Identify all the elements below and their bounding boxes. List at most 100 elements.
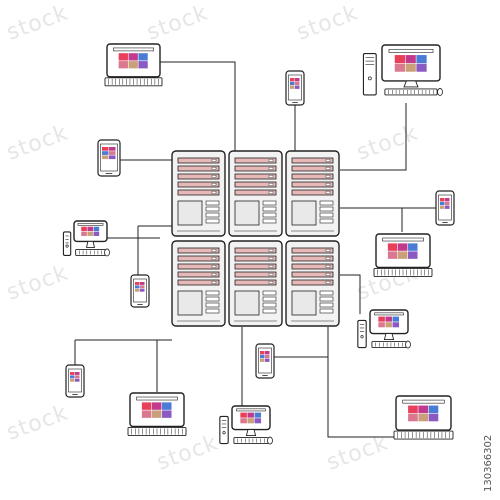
screen-tile bbox=[428, 413, 439, 422]
screen-tile bbox=[392, 316, 400, 322]
screen-title-bar bbox=[382, 237, 424, 242]
drive-bay bbox=[291, 189, 334, 196]
screen-tile bbox=[254, 418, 262, 424]
monitor-stand bbox=[85, 241, 96, 248]
screen-tile bbox=[151, 402, 162, 410]
drive-led bbox=[211, 257, 217, 260]
phone-screen-tile bbox=[445, 198, 450, 202]
rack-panel bbox=[291, 290, 317, 316]
drive-led bbox=[268, 166, 274, 170]
phone-screen-tile bbox=[109, 147, 116, 151]
drive-led bbox=[268, 158, 274, 162]
drive-led bbox=[325, 166, 331, 170]
drive-led bbox=[268, 174, 274, 178]
rack-panel bbox=[234, 200, 260, 226]
rack-vent bbox=[319, 308, 334, 314]
keyboard bbox=[233, 437, 269, 445]
phone-screen-tile bbox=[260, 354, 265, 359]
phone-screen-tile bbox=[109, 151, 116, 155]
server-rack bbox=[285, 150, 340, 237]
drive-bay bbox=[234, 247, 277, 254]
screen-tile bbox=[418, 405, 429, 414]
laptop bbox=[373, 233, 433, 277]
screen-tile bbox=[408, 405, 418, 414]
rack-vent bbox=[319, 296, 334, 302]
screen-tile bbox=[247, 418, 254, 424]
drive-led bbox=[211, 265, 217, 268]
drive-led bbox=[211, 182, 217, 186]
screen-tile bbox=[387, 243, 398, 251]
smartphone bbox=[130, 274, 150, 308]
phone-screen-tile bbox=[265, 354, 270, 359]
drive-bay bbox=[177, 247, 220, 254]
drive-bay bbox=[234, 271, 277, 278]
drive-bay bbox=[177, 157, 220, 164]
drive-bay bbox=[234, 157, 277, 164]
drive-bay bbox=[234, 189, 277, 196]
watermark-text: stock bbox=[4, 400, 72, 445]
rack-vent bbox=[319, 218, 334, 224]
phone-screen-tile bbox=[265, 351, 270, 355]
phone-screen-tile bbox=[260, 358, 265, 362]
screen-tile bbox=[81, 226, 87, 232]
desktop-computer bbox=[362, 44, 443, 96]
monitor-stand bbox=[403, 80, 419, 88]
rack-vent bbox=[205, 308, 220, 314]
screen-tile bbox=[405, 63, 416, 72]
power-button bbox=[65, 244, 69, 248]
keyboard bbox=[371, 341, 407, 349]
phone-screen-tile bbox=[445, 201, 450, 206]
phone-screen-tile bbox=[440, 201, 445, 206]
network-link bbox=[340, 274, 361, 314]
drive-bay bbox=[234, 263, 277, 270]
drive-led bbox=[325, 174, 331, 178]
watermark-text: stock bbox=[294, 0, 362, 45]
rack-vent bbox=[262, 206, 277, 212]
screen-title-bar bbox=[388, 49, 434, 53]
drive-led bbox=[325, 265, 331, 268]
screen-tile bbox=[397, 251, 408, 259]
connection-lines bbox=[74, 61, 445, 438]
rack-vent bbox=[205, 212, 220, 218]
drive-bay bbox=[234, 255, 277, 262]
drive-led bbox=[211, 174, 217, 178]
rack-vent bbox=[205, 206, 220, 212]
screen-tile bbox=[394, 55, 405, 64]
network-link bbox=[327, 327, 395, 438]
drive-led bbox=[211, 166, 217, 170]
drive-bay bbox=[291, 263, 334, 270]
screen-tile bbox=[93, 231, 100, 236]
drive-bay bbox=[291, 165, 334, 172]
drive-led bbox=[325, 190, 331, 194]
phone-screen-tile bbox=[260, 351, 265, 355]
screen-tile bbox=[408, 413, 418, 422]
smartphone bbox=[97, 139, 121, 177]
drive-led bbox=[211, 248, 217, 252]
mouse bbox=[405, 340, 411, 349]
drive-bay bbox=[291, 157, 334, 164]
desktop-computer bbox=[62, 220, 110, 257]
phone-screen-tile bbox=[140, 282, 145, 285]
server-rack bbox=[285, 240, 340, 327]
laptop bbox=[393, 395, 454, 440]
drive-bay bbox=[177, 181, 220, 188]
drive-bay bbox=[234, 165, 277, 172]
watermark-text: stock bbox=[354, 120, 422, 165]
desktop-computer bbox=[357, 309, 411, 349]
watermark-text: stock bbox=[4, 120, 72, 165]
phone-screen-tile bbox=[295, 78, 300, 82]
phone-screen-tile bbox=[102, 155, 109, 160]
pc-tower bbox=[362, 53, 377, 96]
screen-tile bbox=[394, 63, 405, 72]
rack-vent bbox=[319, 290, 334, 296]
drive-bay bbox=[291, 279, 334, 286]
phone-screen-tile bbox=[135, 285, 140, 289]
drive-led bbox=[211, 158, 217, 162]
drive-led bbox=[268, 190, 274, 194]
drive-led bbox=[268, 281, 274, 284]
smartphone bbox=[65, 364, 85, 398]
phone-screen-tile bbox=[265, 358, 270, 362]
screen-tile bbox=[162, 402, 172, 410]
drive-bay bbox=[177, 165, 220, 172]
